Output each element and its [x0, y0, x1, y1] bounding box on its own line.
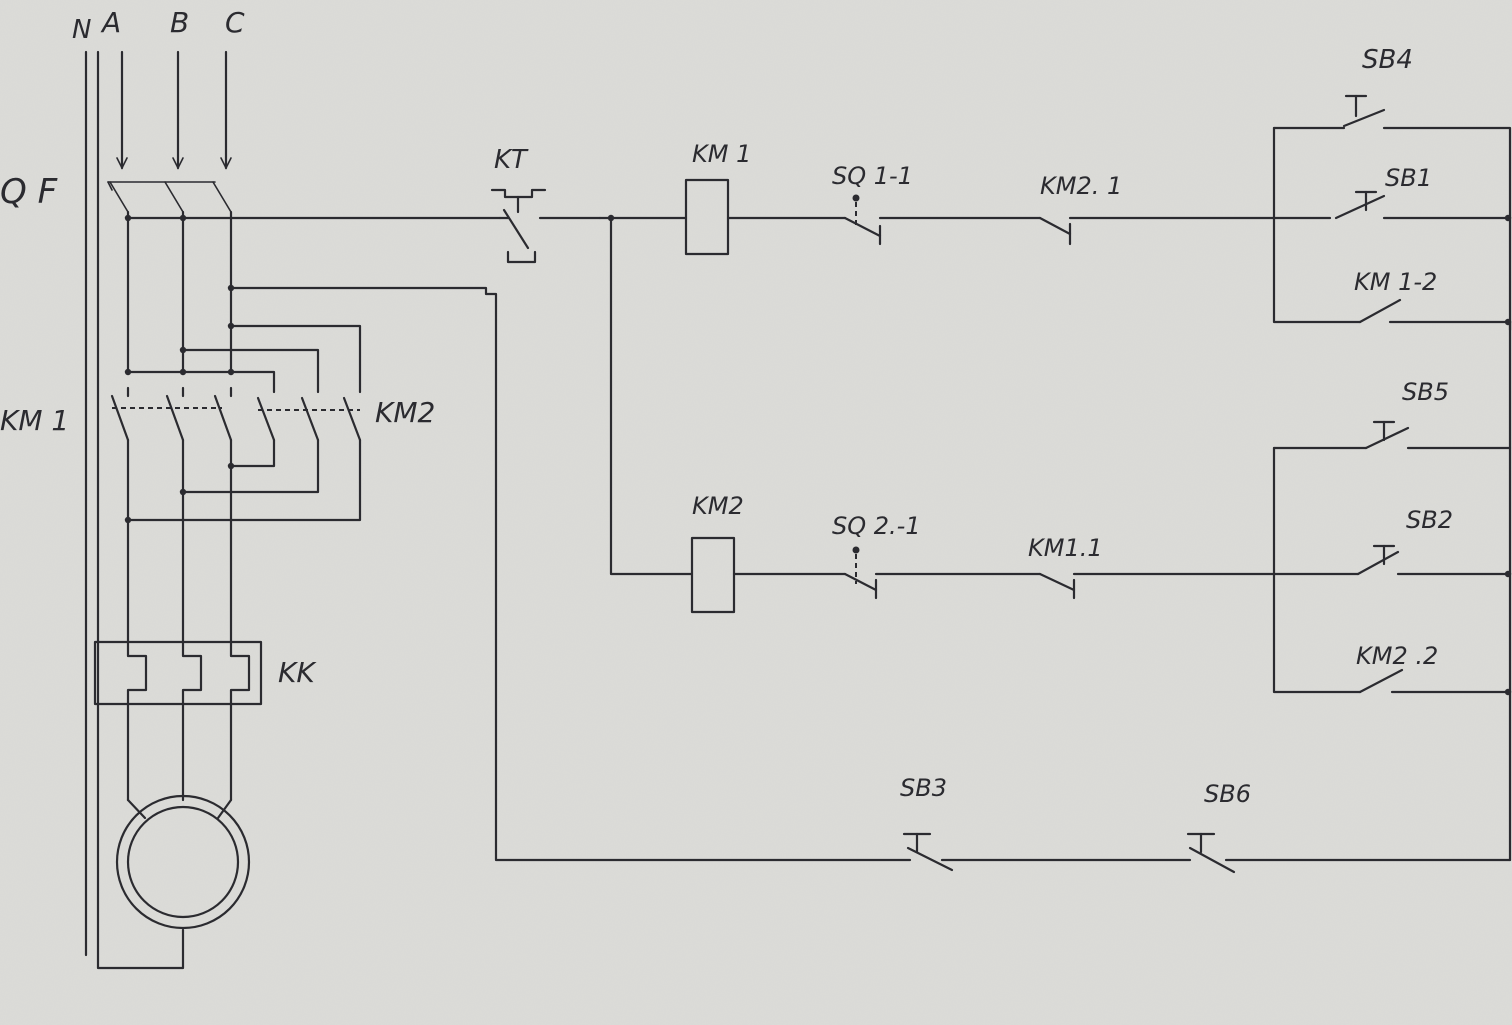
label-a: A: [100, 6, 121, 39]
sq2-limit-switch: [843, 546, 1042, 600]
label-c: C: [225, 6, 245, 39]
km2-1-label: KM2. 1: [1040, 172, 1122, 200]
sb5-label: SB5: [1402, 378, 1449, 406]
sq2-label: SQ 2.-1: [832, 512, 921, 540]
coil-km1-label: KM 1: [692, 140, 751, 168]
km1-main-contacts: [110, 386, 233, 644]
sb6-label: SB6: [1204, 780, 1251, 808]
sb4-button: [1272, 94, 1512, 332]
km1-2-contact: [1358, 298, 1512, 324]
kt-label: KT: [494, 145, 529, 175]
km2-power-label: KM2: [375, 396, 435, 429]
km1-1-contact: [1038, 572, 1360, 600]
sb5-button: [1272, 420, 1512, 450]
qf-breaker: [107, 181, 233, 374]
sb3-label: SB3: [900, 774, 947, 802]
phase-a-incoming: [116, 50, 128, 170]
sb2-button: [1356, 544, 1512, 576]
phase-b-incoming: [172, 50, 184, 170]
km2-1-contact: [1038, 216, 1332, 246]
kt-contact: [490, 188, 602, 264]
sb4-label: SB4: [1362, 45, 1413, 75]
km1-2-label: KM 1-2: [1354, 268, 1437, 296]
sq1-limit-switch: [843, 194, 1042, 246]
kk-thermal-relay: [93, 640, 263, 802]
control-circuit: KT KM 1 SQ 1-1 KM2. 1 SB: [124, 45, 1512, 874]
sq1-label: SQ 1-1: [832, 162, 913, 190]
phase-c-incoming: [220, 50, 232, 170]
km2-main-contacts: [124, 396, 362, 524]
sb6-button: [1186, 832, 1512, 874]
sb1-button: [1334, 190, 1512, 220]
km2-2-contact: [1358, 668, 1512, 694]
sb2-label: SB2: [1406, 506, 1453, 534]
km1-1-label: KM1.1: [1028, 534, 1103, 562]
kk-label: KK: [278, 656, 317, 689]
coil-km2-label: KM2: [692, 492, 744, 520]
km2-2-label: KM2 .2: [1356, 642, 1438, 670]
sb3-button: [902, 832, 1192, 872]
neutral-conductor: [84, 50, 185, 970]
phase-taps: [124, 284, 362, 394]
label-b: B: [170, 6, 189, 39]
motor: [115, 794, 251, 930]
qf-label: Q F: [0, 172, 58, 212]
km1-power-label: KM 1: [0, 404, 69, 437]
power-circuit: N A B C Q F: [0, 6, 435, 970]
label-n: N: [72, 15, 91, 45]
sb1-label: SB1: [1385, 164, 1432, 192]
